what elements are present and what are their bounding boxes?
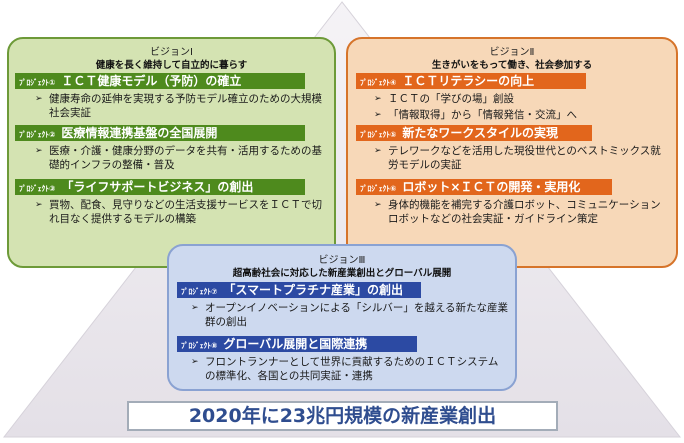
project-7-header: ﾌﾟﾛｼﾞｪｸﾄ⑦ 「スマートプラチナ産業」の創出 [177,282,421,298]
project-8-header: ﾌﾟﾛｼﾞｪｸﾄ⑧ グローバル展開と国際連携 [177,336,417,352]
project-6-item: ➢ 身体的機能を補完する介護ロボット、コミュニケーションロボットなどの社会実証・… [374,199,661,225]
project-8-tag: ﾌﾟﾛｼﾞｪｸﾄ⑧ [181,341,218,350]
bullet-arrow-icon: ➢ [35,200,43,210]
project-4-item-2: ➢ 「情報取得」から「情報発信・交流」へ [374,109,577,121]
bullet-arrow-icon: ➢ [191,357,199,367]
project-8-item: ➢ フロントランナーとして世界に貢献するためのＩＣＴシステムの標準化、各国との共… [191,356,499,382]
project-6-label: ロボット×ＩＣＴの開発・実用化 [402,180,581,194]
project-5-header: ﾌﾟﾛｼﾞｪｸﾄ⑤ 新たなワークスタイルの実現 [356,125,592,141]
bullet-arrow-icon: ➢ [35,94,43,104]
project-8-label: グローバル展開と国際連携 [223,337,368,351]
vision3-subtitle: 超高齢社会に対応した新産業創出とグローバル展開 [232,268,452,279]
project-3-label: 「ライフサポートビジネス」の創出 [61,180,254,194]
bullet-arrow-icon: ➢ [191,303,199,313]
vision3-panel: ビジョンⅢ 超高齢社会に対応した新産業創出とグローバル展開 ﾌﾟﾛｼﾞｪｸﾄ⑦ 「… [167,244,517,391]
project-3-header: ﾌﾟﾛｼﾞｪｸﾄ③ 「ライフサポートビジネス」の創出 [15,179,305,195]
vision3-title: ビジョンⅢ [318,255,366,266]
bullet-arrow-icon: ➢ [35,146,43,156]
project-1-tag: ﾌﾟﾛｼﾞｪｸﾄ① [19,78,56,87]
vision2-panel: ビジョンⅡ 生きがいをもって働き、社会参加する ﾌﾟﾛｼﾞｪｸﾄ④ ＩＣＴリテラシ… [346,37,678,268]
vision2-title: ビジョンⅡ [489,47,535,58]
project-3-tag: ﾌﾟﾛｼﾞｪｸﾄ③ [19,184,56,193]
project-4-header: ﾌﾟﾛｼﾞｪｸﾄ④ ＩＣＴリテラシーの向上 [356,73,586,89]
bullet-arrow-icon: ➢ [374,110,382,120]
project-1-header: ﾌﾟﾛｼﾞｪｸﾄ① ＩＣＴ健康モデル（予防）の確立 [15,73,305,89]
project-1-label: ＩＣＴ健康モデル（予防）の確立 [61,74,242,88]
vision1-panel: ビジョンⅠ 健康を長く維持して自立的に暮らす ﾌﾟﾛｼﾞｪｸﾄ① ＩＣＴ健康モデル… [7,37,336,268]
project-3-item: ➢ 買物、配食、見守りなどの生活支援サービスをＩＣＴで切れ目なく提供するモデルの… [35,199,322,225]
project-5-label: 新たなワークスタイルの実現 [402,126,559,140]
project-7-label: 「スマートプラチナ産業」の創出 [223,283,404,297]
project-2-tag: ﾌﾟﾛｼﾞｪｸﾄ② [19,130,56,139]
project-1-item: ➢ 健康寿命の延伸を実現する予防モデル確立のための大規模社会実証 [35,93,322,119]
project-7-item: ➢ オープンイノベーションによる「シルバー」を越える新たな産業群の創出 [191,302,509,328]
bullet-arrow-icon: ➢ [374,200,382,210]
project-4-item-1: ➢ ＩＣＴの「学びの場」創設 [374,93,514,105]
project-5-tag: ﾌﾟﾛｼﾞｪｸﾄ⑤ [360,130,397,139]
project-4-tag: ﾌﾟﾛｼﾞｪｸﾄ④ [360,78,397,87]
project-2-item: ➢ 医療・介護・健康分野のデータを共有・活用するための基礎的インフラの整備・普及 [35,145,322,171]
project-6-tag: ﾌﾟﾛｼﾞｪｸﾄ⑥ [360,184,397,193]
project-4-label: ＩＣＴリテラシーの向上 [402,74,535,88]
project-6-header: ﾌﾟﾛｼﾞｪｸﾄ⑥ ロボット×ＩＣＴの開発・実用化 [356,179,612,195]
bullet-arrow-icon: ➢ [374,146,382,156]
project-5-item: ➢ テレワークなどを活用した現役世代とのベストミックス就労モデルの実証 [374,145,661,171]
vision2-subtitle: 生きがいをもって働き、社会参加する [431,60,593,71]
vision1-subtitle: 健康を長く維持して自立的に暮らす [95,60,248,71]
vision1-title: ビジョンⅠ [150,47,193,58]
project-2-label: 医療情報連携基盤の全国展開 [61,126,218,140]
bullet-arrow-icon: ➢ [374,94,382,104]
project-2-header: ﾌﾟﾛｼﾞｪｸﾄ② 医療情報連携基盤の全国展開 [15,125,305,141]
footer-banner: 2020年に23兆円規模の新産業創出 [127,401,558,431]
project-7-tag: ﾌﾟﾛｼﾞｪｸﾄ⑦ [181,287,218,296]
